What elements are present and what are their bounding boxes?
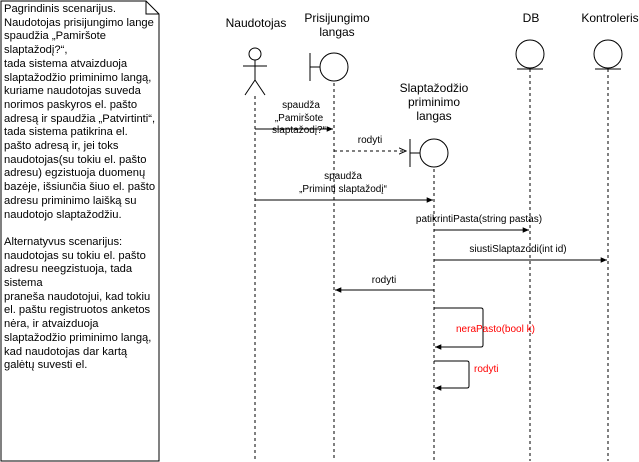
message-label-send-password: siustiSlaptazodi(int id) [469,244,566,255]
reminder-window-boundary-icon [409,138,449,168]
reminder-window-label-line-3: langas [416,109,451,123]
login-window-boundary-icon [309,52,349,82]
message-label-remind-password-1: spaudža [324,171,362,182]
message-label-show-again: rodyti [474,364,498,375]
login-window-label-line-2: langas [319,25,354,39]
reminder-window-label-line-1: Slaptažodžio [400,81,469,95]
self-message-no-email [434,307,484,350]
message-label-show-login: rodyti [372,275,396,286]
db-label: DB [523,11,540,25]
reminder-window-label-line-2: priminimo [408,95,460,109]
message-label-remind-password-2: „Priminti slaptažodį“ [299,184,387,195]
actor-icon [243,47,267,96]
message-label-no-email: neraPasto(bool k) [456,324,535,335]
scenario-note [0,0,160,462]
db-entity-icon [515,39,545,70]
scenario-note-text: Pagrindinis scenarijus. Naudotojas prisi… [4,3,156,372]
message-label-check-email: patikrintiPasta(string pastas) [416,214,542,225]
actor-label: Naudotojas [226,16,287,30]
login-window-label-line-1: Prisijungimo [304,11,370,25]
message-label-forgot-password-3: slaptažodį?“ [272,125,326,136]
message-label-forgot-password-1: spaudža [282,100,320,111]
message-label-show-reminder: rodyti [358,135,382,146]
message-label-forgot-password-2: „Pamiršote [275,113,324,124]
controller-label: Kontroleris [581,11,638,25]
self-message-show-again [434,360,470,391]
controller-entity-icon [593,39,623,70]
